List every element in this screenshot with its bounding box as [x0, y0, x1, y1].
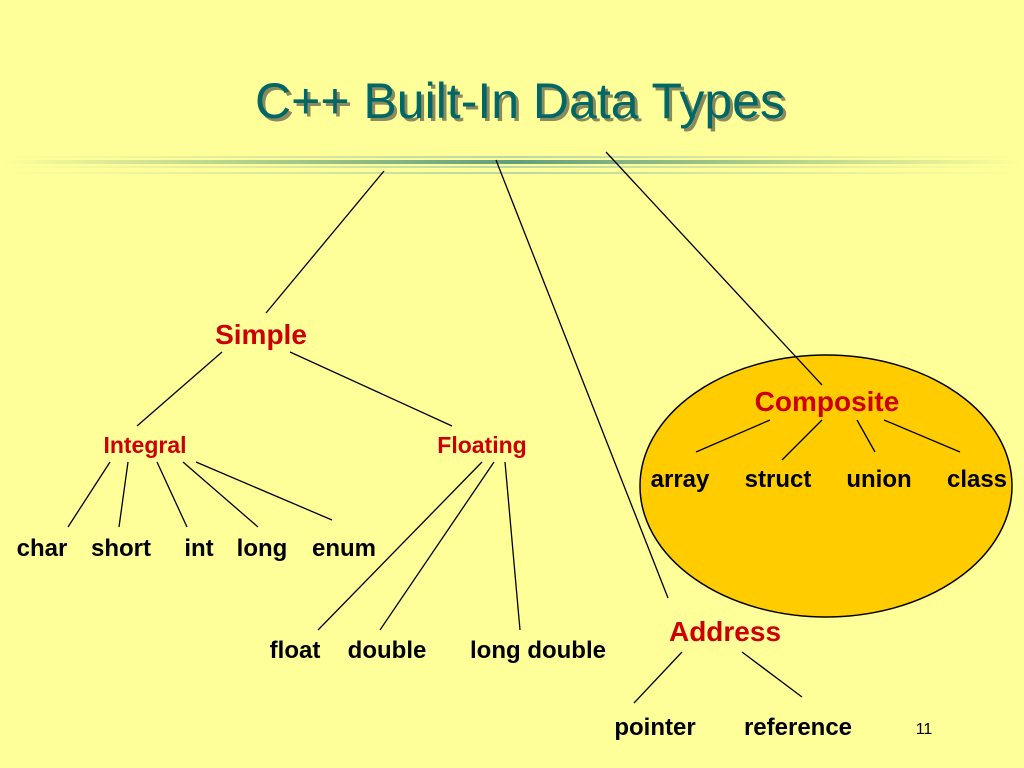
node-composite: Composite [755, 386, 900, 417]
leaf-pointer: pointer [614, 714, 695, 741]
leaf-enum: enum [312, 535, 376, 562]
edge-floating-double [379, 461, 495, 631]
node-integral: Integral [103, 432, 186, 458]
edge-floating-float [317, 461, 483, 631]
edge-composite-array [695, 419, 771, 453]
node-floating: Floating [437, 432, 526, 458]
leaf-reference: reference [744, 714, 852, 741]
leaf-double: double [348, 637, 427, 664]
edge-integral-enum [195, 461, 333, 521]
page-number: 11 [916, 721, 933, 738]
edge-address-reference [741, 651, 803, 698]
edge-integral-short [118, 461, 129, 528]
edge-composite-union [856, 419, 876, 453]
title-shadow: C++ Built-In Data Types [258, 76, 788, 132]
tree-edges [67, 151, 961, 704]
leaf-struct: struct [745, 466, 812, 493]
edge-composite-class [883, 419, 961, 453]
edge-root-simple [265, 170, 385, 314]
slide-title: C++ Built-In Data Types [255, 73, 785, 129]
edge-address-pointer [633, 651, 683, 704]
edge-integral-int [156, 461, 188, 528]
edge-root-address [495, 159, 669, 599]
edge-integral-char [67, 461, 111, 528]
leaf-long: long [237, 535, 288, 562]
leaf-union: union [846, 466, 911, 493]
leaf-int: int [184, 535, 213, 562]
leaf-short: short [91, 535, 151, 562]
leaf-char: char [17, 535, 68, 562]
edge-integral-long [182, 461, 259, 528]
leaf-class: class [947, 466, 1007, 493]
edge-floating-long-double [504, 461, 521, 631]
composite-ellipse [639, 354, 1013, 618]
edge-simple-integral [136, 351, 223, 427]
edge-root-composite [605, 151, 823, 386]
leaf-float: float [270, 637, 321, 664]
title-divider [0, 156, 1024, 174]
leaf-array: array [651, 466, 710, 493]
edge-simple-floating [289, 351, 453, 427]
node-address: Address [669, 616, 781, 647]
node-simple: Simple [215, 319, 307, 350]
leaf-long-double: long double [470, 637, 606, 664]
edge-composite-struct [781, 419, 823, 461]
